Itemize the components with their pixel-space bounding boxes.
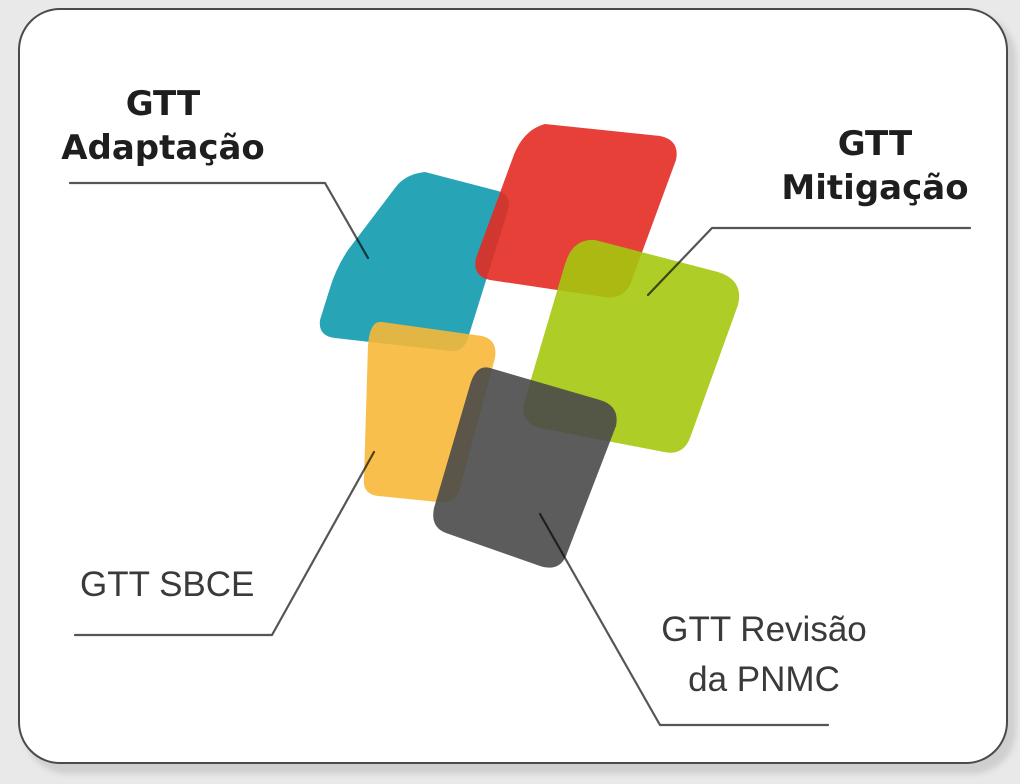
label-gtt-revisao: GTT Revisão da PNMC: [640, 605, 888, 705]
label-adaptacao-line2: Adaptação: [61, 128, 265, 168]
label-revisao-line2: da PNMC: [688, 660, 840, 699]
callout-line-revisao: [538, 512, 830, 727]
label-gtt-sbce: GTT SBCE: [80, 560, 254, 610]
label-mitigacao-line2: Mitigação: [781, 168, 969, 208]
label-revisao-line1: GTT Revisão: [661, 610, 867, 649]
label-adaptacao-line1: GTT: [125, 84, 201, 124]
label-mitigacao-line1: GTT: [837, 124, 913, 164]
tile-adaptacao: [319, 172, 509, 352]
callout-line-sbce: [73, 450, 376, 637]
tiles: [319, 124, 740, 568]
label-sbce-line1: GTT SBCE: [80, 565, 255, 604]
tile-revisao: [433, 367, 617, 568]
callout-line-adaptacao: [68, 181, 370, 260]
label-gtt-adaptacao: GTT Adaptação: [58, 82, 268, 170]
label-gtt-mitigacao: GTT Mitigação: [770, 122, 980, 210]
